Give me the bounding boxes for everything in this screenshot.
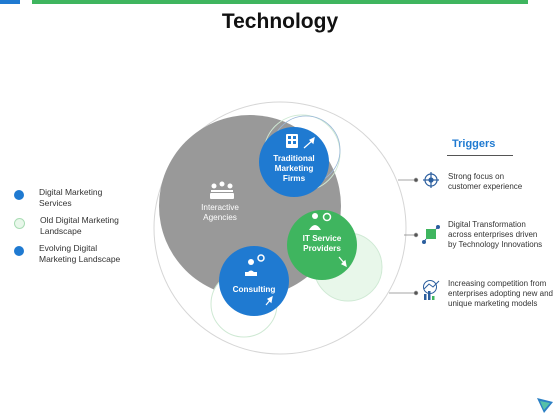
building-icon	[286, 134, 298, 148]
consulting-circle	[219, 246, 289, 316]
legend-line: Evolving Digital	[39, 243, 98, 253]
interactive-agencies-label: Interactive Agencies	[186, 203, 254, 223]
traditional-marketing-circle	[259, 127, 329, 197]
trigger-line: by Technology Innovations	[448, 240, 543, 249]
traditional-line-3: Firms	[282, 174, 306, 183]
traditional-line-1: Traditional	[273, 154, 315, 163]
legend-line: Marketing Landscape	[39, 254, 121, 264]
interactive-line-1: Interactive	[201, 203, 239, 212]
legend-line: Landscape	[40, 226, 82, 236]
legend-item-evolving-landscape: Evolving Digital Marketing Landscape	[14, 243, 139, 265]
page-title: Technology	[221, 10, 339, 33]
legend-dot-blue	[14, 190, 24, 200]
legend-label: Old Digital Marketing Landscape	[40, 215, 140, 237]
legend-dot-light-green	[14, 218, 25, 229]
legend-line: Digital Marketing	[39, 187, 103, 197]
traditional-marketing-label: Traditional Marketing Firms	[259, 154, 329, 184]
triggers-underline	[447, 155, 513, 156]
trigger-line: enterprises adopting new and	[448, 289, 553, 298]
legend-dot-blue	[14, 246, 24, 256]
legend-label: Digital Marketing Services	[39, 187, 139, 209]
target-user-icon	[423, 172, 439, 188]
trigger-line: unique marketing models	[448, 299, 538, 308]
trigger-item-customer-experience: Strong focus on customer experience	[448, 172, 558, 192]
outer-landscape-circle	[153, 101, 407, 355]
triggers-heading: Triggers	[452, 138, 496, 150]
chart-growth-icon	[423, 280, 440, 300]
person-gear-icon	[309, 212, 332, 230]
people-meeting-icon	[210, 181, 234, 199]
legend-line: Old Digital Marketing	[40, 215, 119, 225]
consultant-gear-icon	[245, 254, 265, 276]
interactive-line-2: Agencies	[203, 213, 237, 222]
it-service-line-2: Providers	[303, 244, 341, 253]
consulting-label: Consulting	[219, 285, 289, 295]
it-service-line-1: IT Service	[302, 234, 342, 243]
top-accent-bar-green	[32, 0, 528, 4]
it-service-label: IT Service Providers	[287, 234, 357, 254]
trigger-item-competition: Increasing competition from enterprises …	[448, 279, 558, 309]
circuit-icon	[422, 225, 440, 244]
trigger-line: customer experience	[448, 182, 523, 191]
brand-logo-icon	[537, 398, 553, 413]
consulting-line-1: Consulting	[232, 285, 276, 294]
legend-label: Evolving Digital Marketing Landscape	[39, 243, 139, 265]
legend-item-old-landscape: Old Digital Marketing Landscape	[14, 215, 140, 237]
trigger-line: Strong focus on	[448, 172, 505, 181]
trigger-line: across enterprises driven	[448, 230, 538, 239]
it-service-circle	[287, 210, 357, 280]
top-accent-bar-blue	[0, 0, 20, 4]
legend-line: Services	[39, 198, 72, 208]
trigger-line: Increasing competition from	[448, 279, 547, 288]
trigger-item-digital-transformation: Digital Transformation across enterprise…	[448, 220, 558, 250]
trigger-line: Digital Transformation	[448, 220, 526, 229]
traditional-line-2: Marketing	[274, 164, 314, 173]
legend-item-digital-marketing-services: Digital Marketing Services	[14, 187, 139, 209]
